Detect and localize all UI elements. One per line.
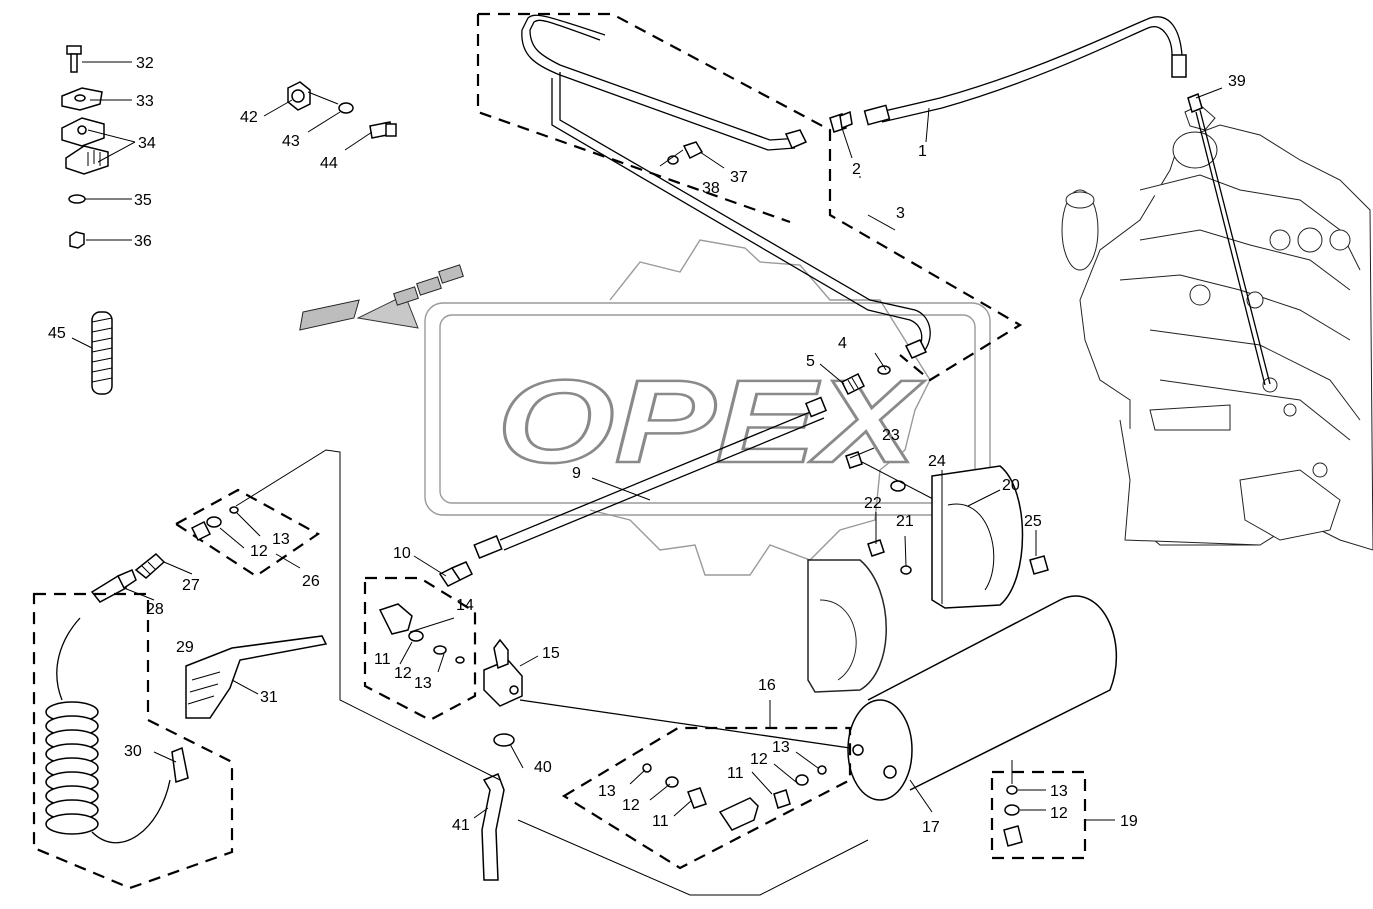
part-10-fitting (438, 561, 474, 587)
group-16-parts (642, 763, 827, 831)
callout-36: 36 (134, 233, 152, 250)
callout-12-e: 12 (1050, 805, 1068, 822)
part-30-fitting (171, 746, 189, 783)
callout-16: 16 (758, 677, 776, 694)
rigid-pipe (521, 14, 931, 351)
callout-34: 34 (138, 135, 156, 152)
part-25-bolt (1029, 555, 1049, 575)
part-32-bolt (66, 45, 82, 73)
group-26-parts (190, 506, 239, 542)
callout-13-a: 13 (272, 531, 290, 548)
part-20-bracket (931, 465, 1024, 609)
callout-10: 10 (393, 545, 411, 562)
group-19-boundary (990, 770, 1087, 860)
part-33-plate (61, 87, 103, 111)
part-31-air-gun (185, 635, 328, 719)
callout-45: 45 (48, 325, 66, 342)
part-5-adapter (840, 372, 866, 396)
callout-3: 3 (896, 205, 905, 222)
part-41-hose (481, 773, 505, 881)
callout-11-b: 11 (652, 813, 669, 830)
part-24-washer (890, 480, 906, 492)
callout-30: 30 (124, 743, 142, 760)
callout-44: 44 (320, 155, 338, 172)
callout-13-c: 13 (598, 783, 616, 800)
callout-22: 22 (864, 495, 882, 512)
callout-1: 1 (918, 143, 927, 160)
part-42-clip (287, 81, 311, 111)
group-26-boundary (173, 488, 321, 578)
callout-21: 21 (896, 513, 914, 530)
part-40-clamp (493, 733, 515, 747)
callout-12-a: 12 (250, 543, 268, 560)
callout-31: 31 (260, 689, 278, 706)
callout-2: 2 (852, 161, 861, 178)
bracket-ghost (807, 559, 887, 693)
part-17-air-tank (847, 595, 1118, 801)
callout-15: 15 (542, 645, 560, 662)
part-35-washer (68, 194, 86, 204)
callout-20: 20 (1002, 477, 1020, 494)
callout-39: 39 (1228, 73, 1246, 90)
callout-26: 26 (302, 573, 320, 590)
group-14-boundary (363, 576, 477, 722)
callout-12-d: 12 (750, 751, 768, 768)
callout-28: 28 (146, 601, 164, 618)
callout-41: 41 (452, 817, 470, 834)
callout-11-a: 11 (374, 651, 391, 668)
callout-12-b: 12 (394, 665, 412, 682)
callout-11-c: 11 (727, 765, 744, 782)
callout-4: 4 (838, 335, 847, 352)
part-15-valve (483, 638, 523, 707)
callout-5: 5 (806, 353, 815, 370)
callout-27: 27 (182, 577, 200, 594)
part-37-nut (682, 141, 704, 160)
callout-42: 42 (240, 109, 258, 126)
group-19-parts (1003, 785, 1023, 847)
callout-19: 19 (1120, 813, 1138, 830)
hose-9 (473, 396, 828, 559)
part-45-spring-sleeve (91, 311, 113, 395)
group-14-parts (378, 603, 465, 664)
part-44-screw (369, 121, 397, 139)
callout-14: 14 (456, 597, 474, 614)
callout-9: 9 (572, 465, 581, 482)
callout-38: 38 (702, 180, 720, 197)
engine-block (1061, 104, 1373, 551)
pipe-nut-right (904, 339, 928, 359)
direction-arrow-icon (299, 264, 464, 331)
hose-1 (863, 16, 1187, 126)
part-27-nozzle (134, 552, 166, 579)
part-23-nut (845, 451, 863, 469)
callout-40: 40 (534, 759, 552, 776)
callout-35: 35 (134, 192, 152, 209)
callout-24: 24 (928, 453, 946, 470)
part-43-washer (338, 102, 354, 114)
group-16-boundary (561, 726, 852, 870)
callout-13-e: 13 (1050, 783, 1068, 800)
part-21-washer (900, 565, 912, 575)
callout-29: 29 (176, 639, 194, 656)
part-29-coil-hose (45, 617, 171, 844)
callout-17: 17 (922, 819, 940, 836)
pipe-nut-left (784, 129, 808, 149)
callout-13-d: 13 (772, 739, 790, 756)
part-39-fitting (1187, 92, 1203, 114)
watermark-text: OPEX (497, 356, 925, 488)
part-36-nut (69, 231, 85, 249)
callout-43: 43 (282, 133, 300, 150)
callout-37: 37 (730, 169, 748, 186)
group-3-boundary (478, 12, 1023, 382)
callout-25: 25 (1024, 513, 1042, 530)
callout-33: 33 (136, 93, 154, 110)
callout-13-b: 13 (414, 675, 432, 692)
part-2-fitting (829, 110, 853, 133)
callout-32: 32 (136, 55, 154, 72)
part-28-coupling (90, 569, 137, 603)
callout-23: 23 (882, 427, 900, 444)
part-34-clamp-halves (61, 117, 109, 175)
callout-12-c: 12 (622, 797, 640, 814)
